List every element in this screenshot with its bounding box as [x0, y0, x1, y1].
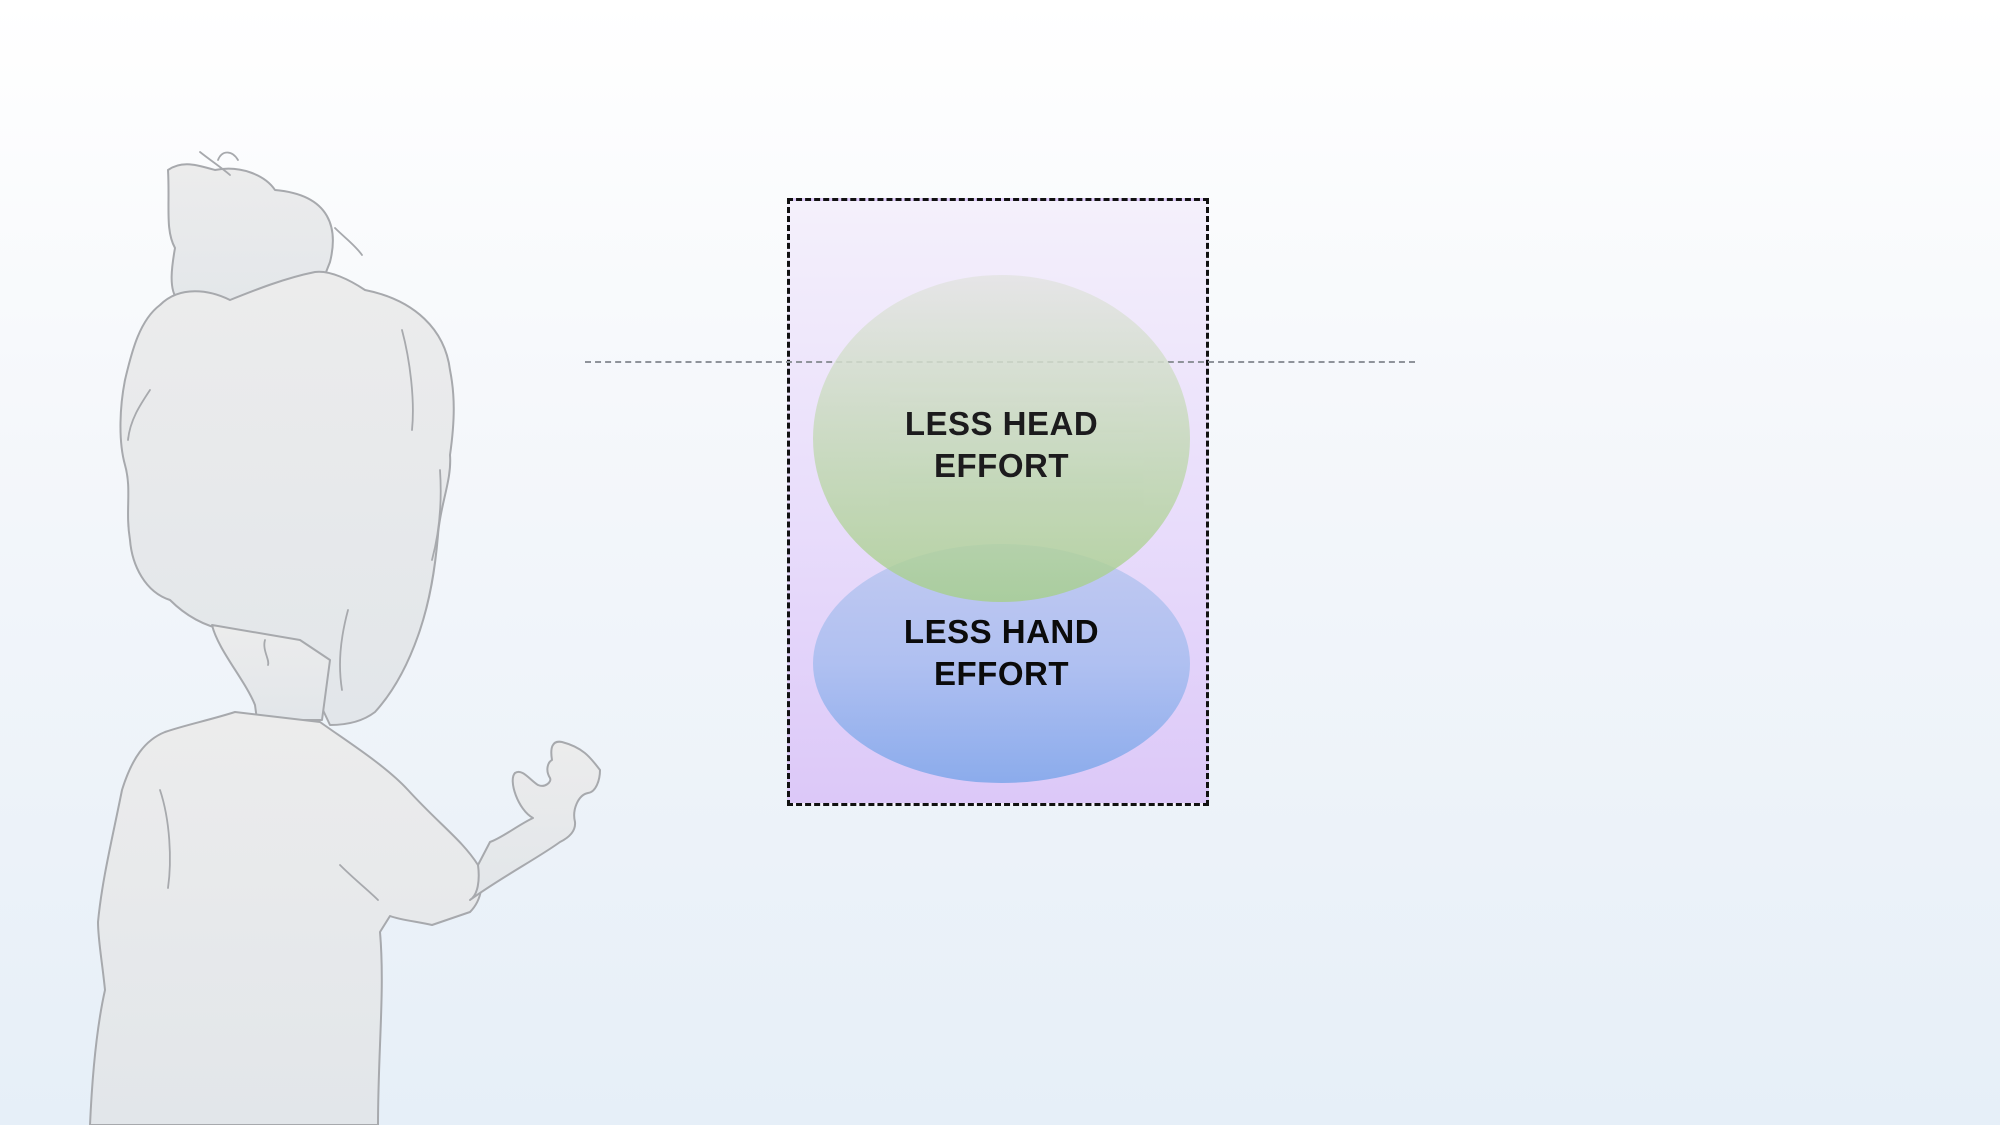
less-head-effort-label: LESS HEAD EFFORT	[904, 404, 1099, 484]
less-hand-effort-label: LESS HAND EFFORT	[903, 612, 1100, 692]
person-silhouette-icon	[89, 151, 601, 1125]
less-head-effort-zone: LESS HEAD EFFORT	[813, 275, 1190, 602]
